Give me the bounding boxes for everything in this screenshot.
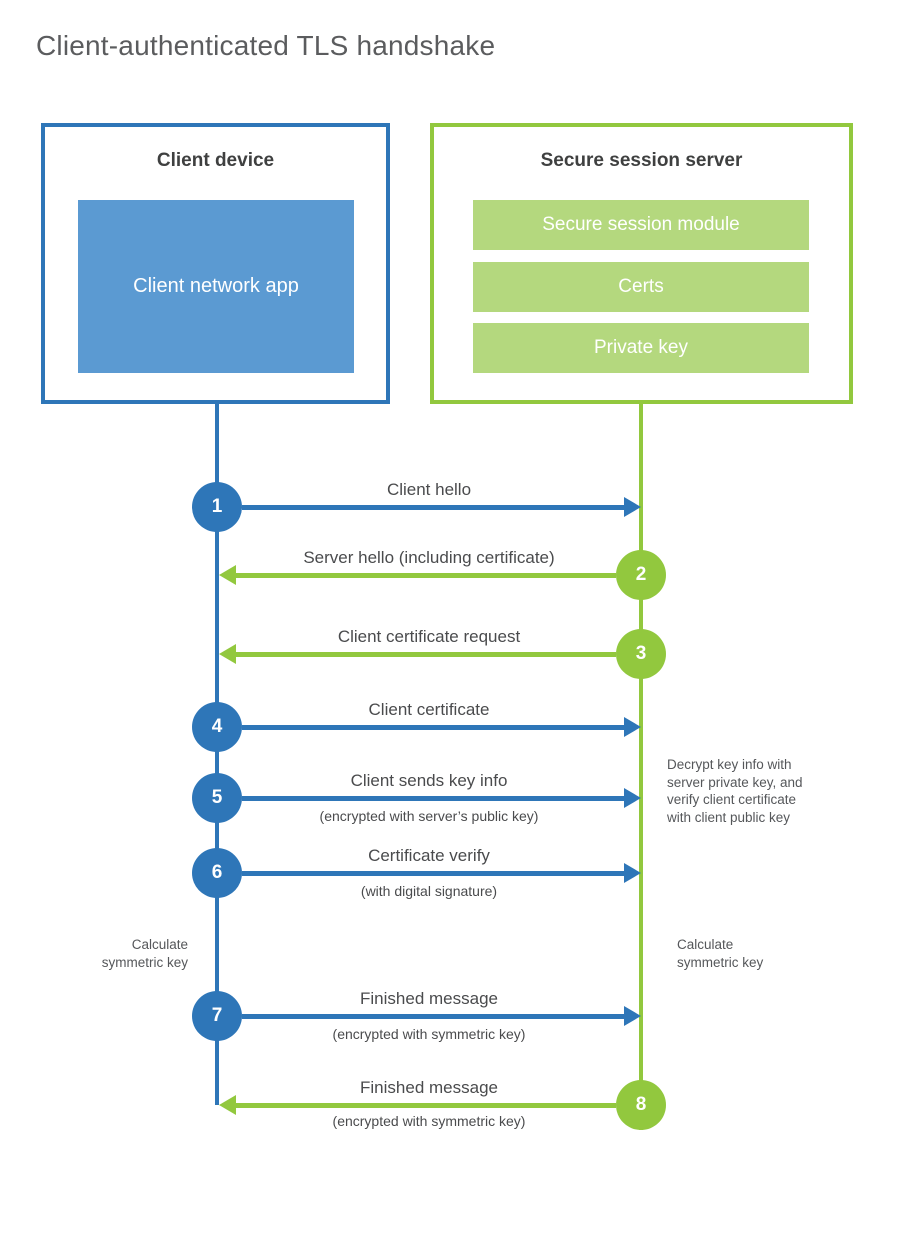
message-2-arrow [235, 573, 616, 578]
message-5-arrow [242, 796, 624, 801]
message-4-label: Client certificate [368, 700, 490, 719]
client-device-title: Client device [156, 150, 275, 171]
client-device-box: Client device Client network app [41, 123, 390, 404]
note-decrypt-key-info: Decrypt key info with server private key… [667, 757, 803, 825]
message-7-sublabel: (encrypted with symmetric key) [332, 1026, 526, 1042]
message-1-arrowhead-icon [624, 497, 641, 517]
message-6-sublabel: (with digital signature) [360, 883, 498, 899]
message-2-label: Server hello (including certificate) [303, 548, 555, 567]
message-5-sublabel: (encrypted with server’s public key) [319, 808, 539, 824]
message-2-arrowhead-icon [219, 565, 236, 585]
step-3-circle: 3 [616, 629, 666, 679]
message-3-label: Client certificate request [337, 627, 521, 646]
step-2-circle: 2 [616, 550, 666, 600]
secure-session-server-title: Secure session server [540, 150, 743, 171]
client-lifeline [215, 404, 219, 1105]
step-5-circle: 5 [192, 773, 242, 823]
message-7-arrowhead-icon [624, 1006, 641, 1026]
step-1-circle: 1 [192, 482, 242, 532]
client-network-app-box: Client network app [78, 200, 354, 373]
note-calculate-symmetric-key-left: Calculate symmetric key [101, 937, 188, 970]
message-6-arrowhead-icon [624, 863, 641, 883]
step-6-circle: 6 [192, 848, 242, 898]
step-8-circle: 8 [616, 1080, 666, 1130]
message-3-arrow [235, 652, 616, 657]
server-module-bar: Secure session module [473, 200, 809, 250]
page-title: Client-authenticated TLS handshake [36, 30, 496, 61]
message-8-arrowhead-icon [219, 1095, 236, 1115]
message-8-arrow [235, 1103, 616, 1108]
message-7-arrow [242, 1014, 624, 1019]
message-6-arrow [242, 871, 624, 876]
step-7-circle: 7 [192, 991, 242, 1041]
message-8-sublabel: (encrypted with symmetric key) [332, 1113, 526, 1129]
secure-session-server-box: Secure session server Secure session mod… [430, 123, 853, 404]
message-3-arrowhead-icon [219, 644, 236, 664]
message-7-label: Finished message [360, 989, 498, 1008]
message-4-arrowhead-icon [624, 717, 641, 737]
message-6-label: Certificate verify [368, 846, 490, 865]
message-1-label: Client hello [386, 480, 472, 499]
server-module-bar: Private key [473, 323, 809, 373]
message-5-label: Client sends key info [350, 771, 508, 790]
message-4-arrow [242, 725, 624, 730]
server-module-bar: Certs [473, 262, 809, 312]
note-calculate-symmetric-key-right: Calculate symmetric key [677, 937, 764, 970]
message-5-arrowhead-icon [624, 788, 641, 808]
message-8-label: Finished message [360, 1078, 498, 1097]
message-1-arrow [242, 505, 624, 510]
step-4-circle: 4 [192, 702, 242, 752]
server-lifeline [639, 404, 643, 1130]
